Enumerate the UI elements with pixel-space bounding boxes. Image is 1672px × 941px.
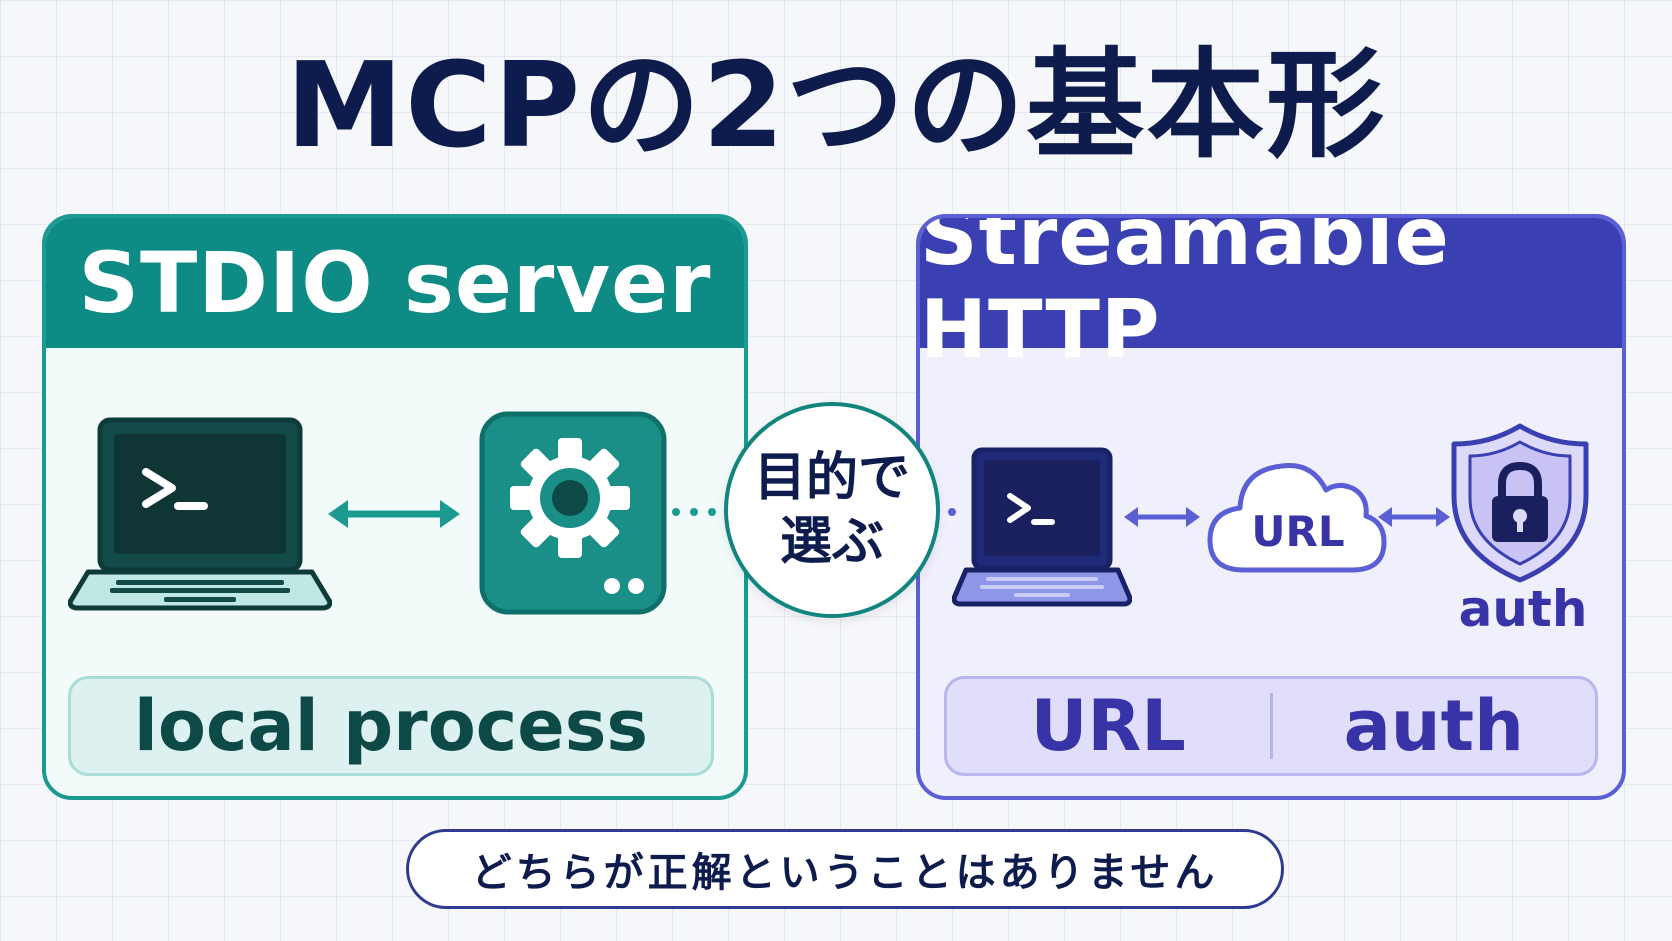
page-title: MCPの2つの基本形 — [285, 36, 1387, 174]
laptop-terminal-icon-right — [952, 447, 1132, 607]
cloud-icon: URL — [1207, 463, 1387, 573]
pill-url-label: URL — [1030, 685, 1186, 767]
bidirectional-arrow-icon — [328, 500, 460, 528]
connector-dot-right — [948, 508, 956, 516]
shield-lock-icon — [1451, 423, 1589, 583]
connector-dots-left — [672, 508, 716, 516]
cloud-url-label: URL — [1251, 507, 1344, 556]
bidirectional-arrow-icon-right-1 — [1124, 507, 1200, 527]
choose-by-purpose-badge: 目的で 選ぶ — [724, 402, 940, 618]
pill-divider — [1269, 693, 1273, 759]
badge-line-2: 選ぶ — [779, 512, 884, 572]
pill-auth-label: auth — [1343, 685, 1524, 767]
url-auth-label: URL auth — [944, 676, 1598, 776]
badge-line-1: 目的で — [753, 448, 910, 508]
local-process-label: local process — [68, 676, 714, 776]
bidirectional-arrow-icon-right-2 — [1378, 507, 1450, 527]
bottom-note: どちらが正解ということはありません — [406, 829, 1284, 909]
shield-auth-label: auth — [1458, 580, 1588, 638]
stdio-panel-header: STDIO server — [46, 218, 744, 348]
gear-server-icon — [479, 411, 667, 615]
http-panel-header: Streamable HTTP — [920, 218, 1622, 376]
laptop-terminal-icon — [68, 417, 332, 611]
